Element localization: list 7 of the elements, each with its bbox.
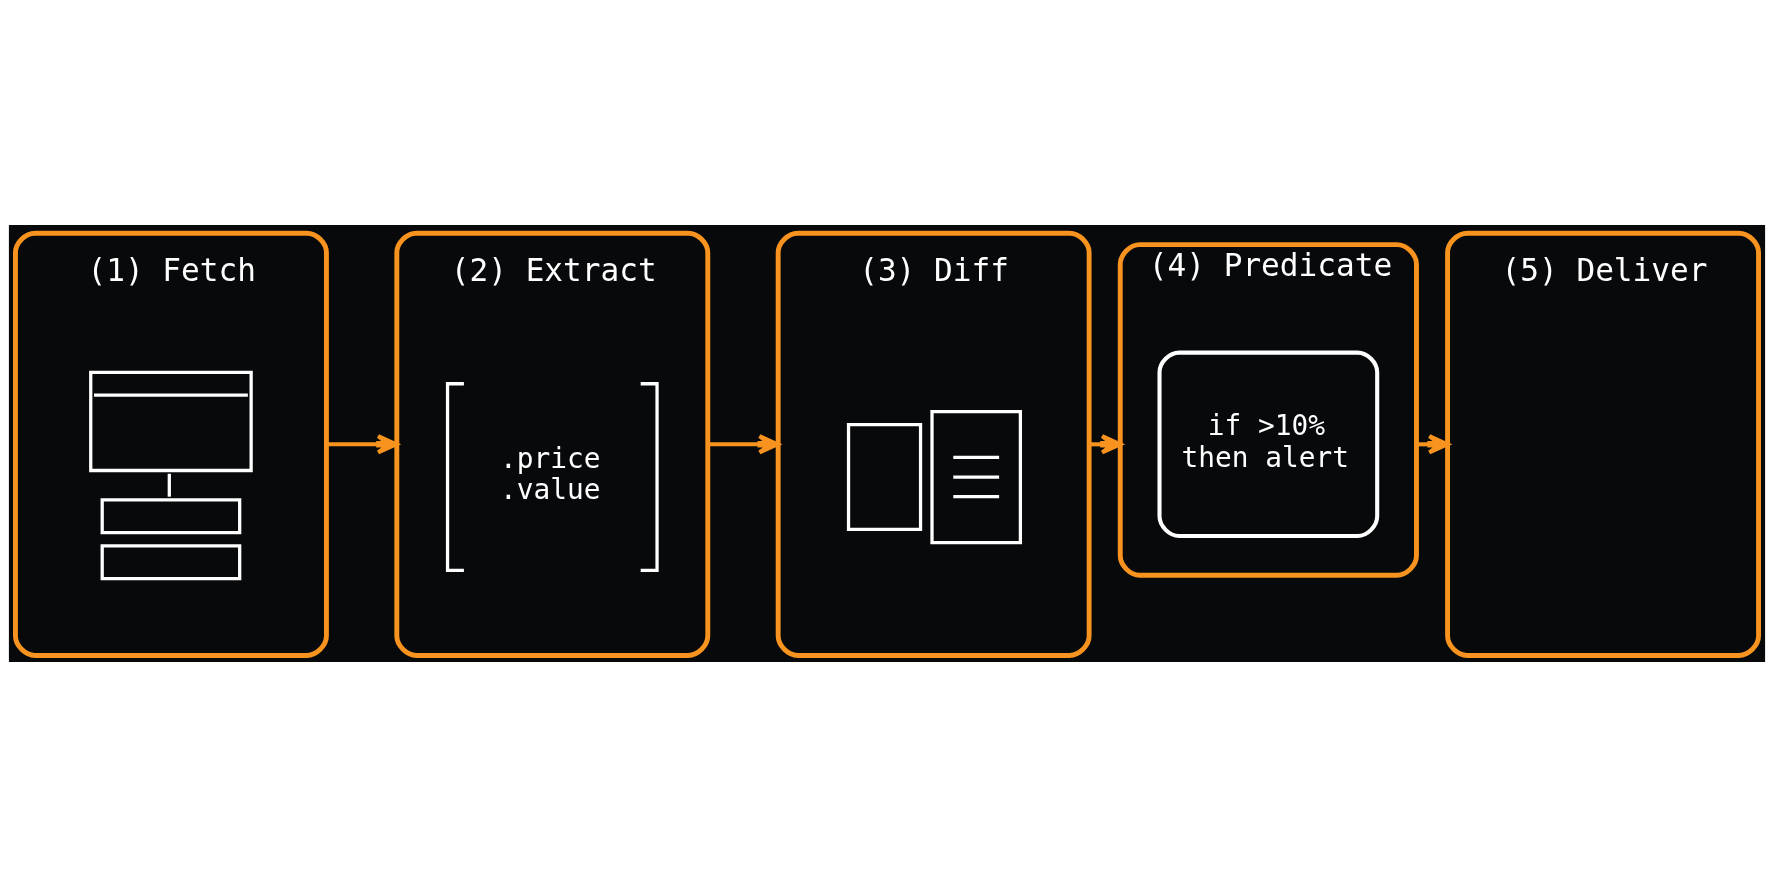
node-box: (1) Fetch <box>13 230 329 658</box>
node-box: (3) Diff <box>775 230 1092 658</box>
node-box: (2) Extract .price .value <box>394 230 711 658</box>
node-box: if >10% then alert <box>1157 350 1380 538</box>
arrow <box>326 434 399 455</box>
node-box: (5) Deliver <box>1445 230 1761 658</box>
arrow <box>708 434 780 455</box>
